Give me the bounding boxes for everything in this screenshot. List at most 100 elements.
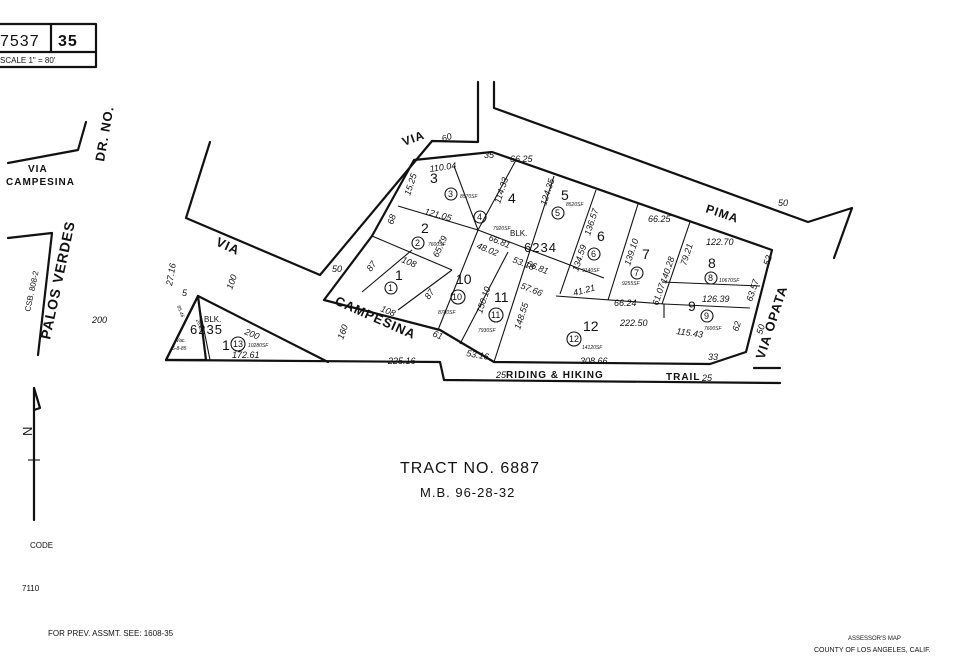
lot-5[interactable]: 5 5 8520SF <box>551 187 584 220</box>
parcel-area: 10280SF <box>248 343 269 349</box>
lot-number: 10 <box>456 271 472 287</box>
assessor-label: ASSESSOR'S MAP <box>848 636 901 642</box>
parcel-number: 2 <box>415 238 420 248</box>
dimension: 52 <box>761 254 774 267</box>
dimension: 66.24 <box>614 298 637 308</box>
dimension: 122.70 <box>706 237 734 247</box>
lot-line <box>397 269 453 311</box>
parcel-area: 8520SF <box>566 202 584 208</box>
lot-line <box>607 203 639 301</box>
parcel-number: 13 <box>233 339 243 349</box>
lot-6[interactable]: 6 6 9140SF <box>582 228 605 274</box>
street-label: TRAIL <box>666 372 700 383</box>
lot-8[interactable]: 8 8 10670SF <box>704 255 740 285</box>
street-width: 200 <box>91 315 107 325</box>
dimension: 61.07 <box>650 281 667 306</box>
lot-number: 3 <box>430 170 438 186</box>
street-label: VIA <box>214 234 243 258</box>
header-box <box>0 22 98 69</box>
parcel-circle <box>551 206 565 220</box>
parcel-area: 9255SF <box>622 281 640 287</box>
dimension: 33 <box>708 352 718 362</box>
lot-2[interactable]: 2 2 7600SF <box>411 220 446 250</box>
parcel-number: 8 <box>708 273 713 283</box>
parcel-number: 9 <box>704 311 709 321</box>
lot-1[interactable]: 1 1 <box>384 267 403 295</box>
street-label: CSB. 808-2 <box>23 270 41 313</box>
block-label: BLK. <box>204 315 221 324</box>
lot-line <box>371 235 453 271</box>
lot-number: 1 <box>222 337 230 353</box>
dimension: 126.39 <box>702 294 730 304</box>
street-lines <box>6 80 854 385</box>
lot-number: 9 <box>688 298 696 314</box>
parcel-area: 7600SF <box>428 242 446 248</box>
dimension: 87 <box>364 258 379 273</box>
north-arrow-head <box>32 386 42 412</box>
dimension: 25 <box>701 373 713 383</box>
dimension: 225.16 <box>387 356 416 366</box>
dimension: 66.25 <box>648 214 672 224</box>
lot-number: 6 <box>597 228 605 244</box>
parcel-number: 11 <box>491 310 500 320</box>
lot-13[interactable]: 1 13 10280SF <box>222 336 269 353</box>
parcel-area: 7600SF <box>704 326 722 332</box>
dimension: 124.35 <box>538 176 556 206</box>
dimension: 79.21 <box>678 242 694 267</box>
parcel-circle <box>566 331 582 347</box>
dimension: 200 <box>242 326 261 341</box>
lot-line <box>477 159 517 231</box>
lot-9[interactable]: 9 9 7600SF <box>688 298 722 332</box>
code-label: CODE <box>30 541 53 550</box>
lot-line <box>555 295 665 305</box>
parcel-area: 14120SF <box>582 345 603 351</box>
parcel-circle <box>704 271 718 285</box>
lot-10[interactable]: 10 10 8780SF <box>438 271 472 316</box>
dimension: 150.10 <box>474 285 492 314</box>
lots: 1 1 2 2 7600SF 3 3 8570SF 4 4 7920SF 5 5… <box>222 170 740 353</box>
lot-12[interactable]: 12 12 14120SF <box>566 318 603 351</box>
dimension: 6-8-85 <box>172 346 187 352</box>
street-width: 160 <box>335 323 350 341</box>
dimension: Vac. <box>176 338 186 344</box>
lot-3[interactable]: 3 3 8570SF <box>430 170 478 201</box>
lot-number: 5 <box>561 187 569 203</box>
block-outline <box>322 150 774 366</box>
parcel-circle <box>230 336 246 352</box>
lot-line <box>493 175 555 363</box>
code-value: 7110 <box>22 584 40 593</box>
parcel-number: 12 <box>569 334 579 344</box>
parcel-circle <box>384 281 398 295</box>
lot-number: 4 <box>508 190 516 206</box>
dimension: 65.79 <box>431 234 450 259</box>
block-6235 <box>164 294 211 362</box>
lot-number: 11 <box>494 289 509 305</box>
dimension: 139.10 <box>622 237 640 266</box>
dimension: 110.04 <box>429 160 457 174</box>
parcel-circle <box>488 307 504 323</box>
street-label: VIA <box>400 128 426 149</box>
dimension: 27.16 <box>164 262 178 287</box>
lot-4[interactable]: 4 4 7920SF <box>473 190 516 232</box>
dimension: 85.46 <box>175 305 185 319</box>
lot-line <box>439 329 495 363</box>
block-outline <box>164 294 208 362</box>
parcel-circle <box>411 236 425 250</box>
lot-11[interactable]: 11 11 7930SF <box>478 289 509 334</box>
street-line <box>492 80 854 260</box>
lot-number: 12 <box>583 318 599 334</box>
dimension: 35 <box>484 150 495 160</box>
map-header: 7537 35 SCALE 1" = 80' <box>0 22 98 69</box>
parcel-number: 1 <box>388 283 393 293</box>
tract-title: TRACT NO. 6887 M.B. 96-28-32 <box>400 460 539 500</box>
street-line <box>6 231 54 357</box>
dimension: 62 <box>730 320 743 333</box>
parcel-number: 4 <box>477 212 482 222</box>
parcel-number: 10 <box>452 292 462 302</box>
lot-7[interactable]: 7 7 9255SF <box>622 246 650 287</box>
street-label: VIA <box>28 164 48 175</box>
lot-line <box>397 205 479 231</box>
parcel-number: 7 <box>634 268 639 278</box>
dimension: 66.25 <box>510 154 534 164</box>
north-label: N <box>20 426 35 436</box>
